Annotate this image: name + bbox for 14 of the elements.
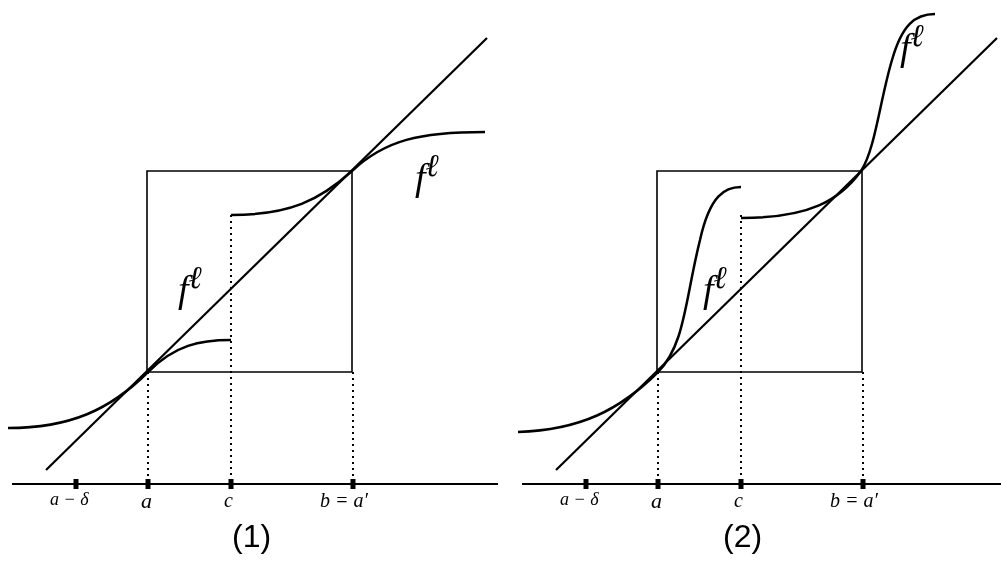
function-label: f$^{ℓ}$ [900, 20, 924, 66]
function-label: f$^{ℓ}$ [415, 150, 439, 196]
axis-label: c [734, 490, 743, 510]
axis-label: b = a′ [320, 490, 368, 510]
function-label: f$^{ℓ}$ [178, 262, 202, 308]
axis-label: a [651, 490, 662, 512]
axis-label: a − δ [560, 490, 599, 508]
axis-label: a − δ [50, 490, 89, 508]
function-label: f$^{ℓ}$ [703, 262, 727, 308]
panel-number: (2) [723, 520, 763, 552]
axis-label: a [141, 490, 152, 512]
axis-label: b = a′ [830, 490, 878, 510]
axis-label: c [224, 490, 233, 510]
panel-number: (1) [232, 520, 272, 552]
